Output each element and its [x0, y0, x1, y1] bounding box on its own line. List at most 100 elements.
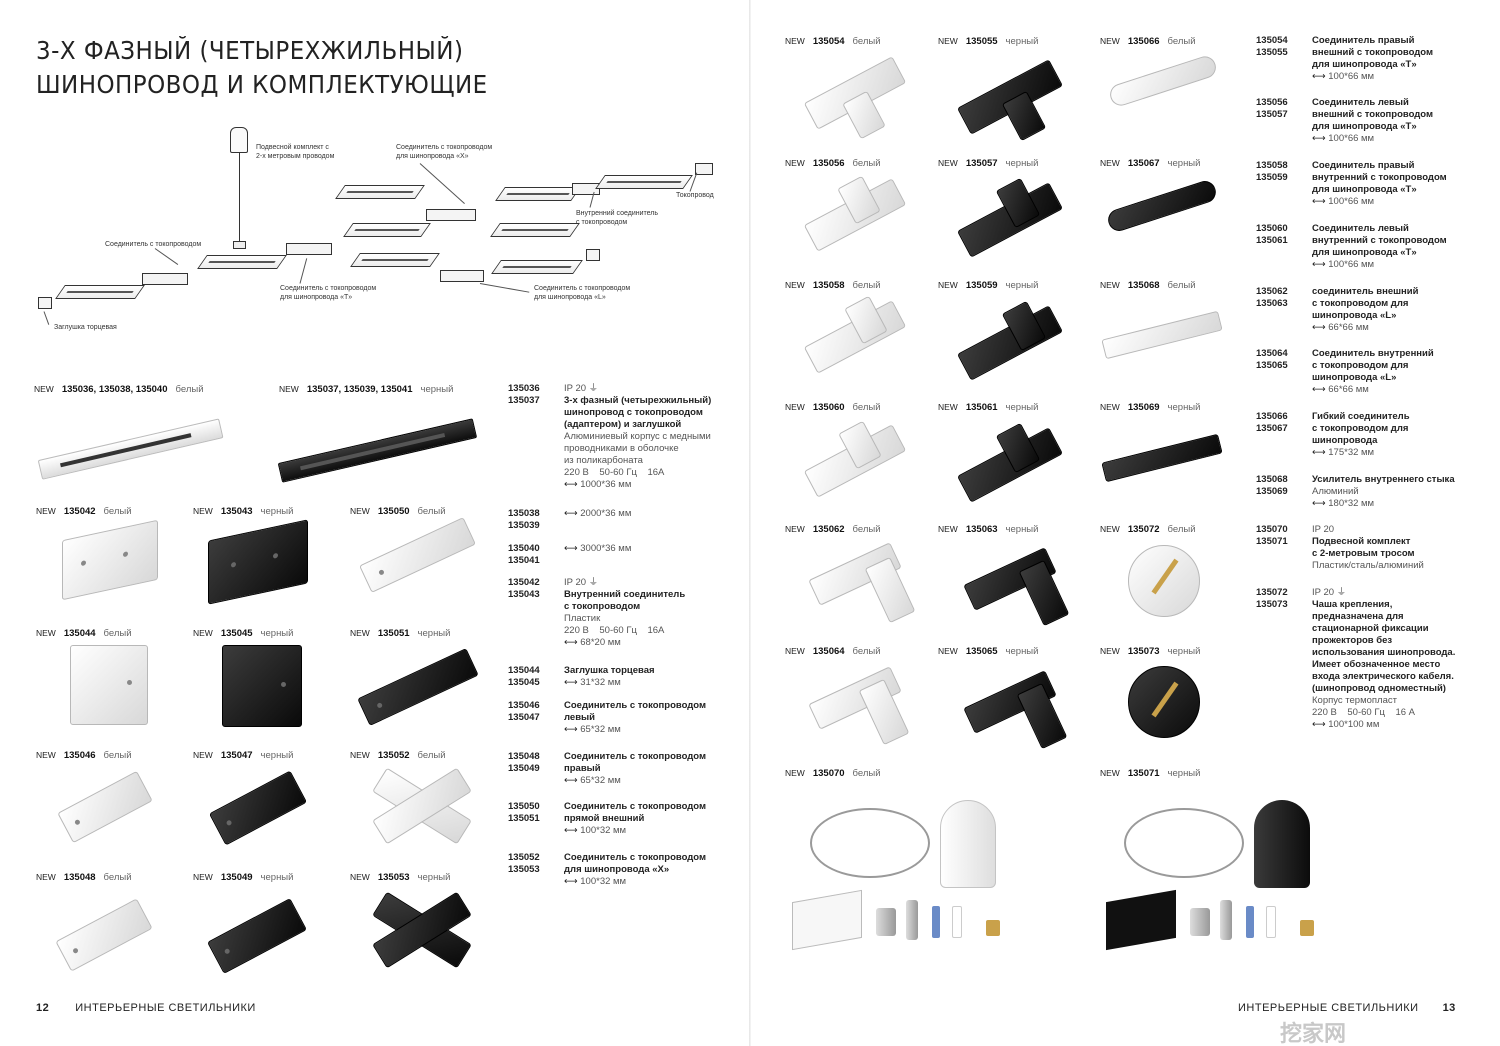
product-code: 135056	[812, 158, 845, 169]
page-title: 3-Х ФАЗНЫЙ (ЧЕТЫРЕХЖИЛЬНЫЙ) ШИНОПРОВОД И…	[36, 34, 488, 102]
product-code: 135049	[220, 872, 253, 883]
track-image-black	[277, 418, 478, 483]
spec-description: Алюминий	[1312, 486, 1359, 497]
spec-codes: 135046 135047	[508, 700, 540, 723]
diagram-label-inner-connector: Внутренний соединитель с токопроводом	[576, 210, 659, 226]
spec-dimension: 65*32 мм	[564, 724, 744, 736]
new-badge: NEW	[1100, 524, 1120, 534]
product-image-135070-bracket	[792, 889, 862, 951]
diagram-x-connector	[426, 209, 476, 221]
product-image-135071-hardware	[1190, 900, 1330, 940]
spec-body: Соединитель с токопроводом для шинопрово…	[564, 852, 744, 888]
diagram-l-connector	[440, 270, 484, 282]
ground-icon: ⏚	[1336, 587, 1347, 598]
diagram-feed-connector	[142, 273, 188, 285]
new-badge: NEW	[193, 506, 213, 516]
product-color: белый	[103, 506, 132, 517]
new-badge: NEW	[350, 750, 370, 760]
spec-codes: 135036 135037	[508, 383, 540, 406]
product-code: 135067	[1127, 158, 1160, 169]
spec-dimension: 65*32 мм	[564, 775, 744, 787]
spec-dimension: 100*66 мм	[1312, 259, 1488, 271]
spec-135040: 135040 135041 3000*36 мм	[508, 543, 743, 571]
product-code: 135052	[377, 750, 410, 761]
spec-body: Соединитель внутренний с токопроводом дл…	[1312, 348, 1488, 396]
spec-description: Пластик/сталь/алюминий	[1312, 560, 1424, 571]
spec-heading: Внутренний соединитель с токопроводом	[564, 589, 686, 612]
product-code: 135071	[1127, 768, 1160, 779]
spec-heading: Соединитель правый внешний с токопроводо…	[1312, 35, 1433, 70]
spec-codes: 135070 135071	[1256, 524, 1288, 547]
product-code: 135073	[1127, 646, 1160, 657]
new-badge: NEW	[1100, 280, 1120, 290]
diagram-conductor	[695, 163, 713, 175]
new-badge: NEW	[193, 750, 213, 760]
spec-135050: 135050 135051 Соединитель с токопроводом…	[508, 801, 743, 841]
product-image-135070-cone	[940, 800, 996, 888]
spec-body: Соединитель с токопроводом прямой внешни…	[564, 801, 744, 837]
spec-body: Соединитель с токопроводом правый 65*32 …	[564, 751, 744, 787]
product-code: 135043	[220, 506, 253, 517]
product-code: 135058	[812, 280, 845, 291]
diagram-label-feed-connector: Соединитель с токопроводом	[105, 241, 202, 248]
ip-text: IP 20	[564, 383, 587, 394]
spec-description: Корпус термопласт 220 В 50-60 Гц 16 А	[1312, 695, 1416, 718]
spec-codes: 135052 135053	[508, 852, 540, 875]
spec-codes: 135054 135055	[1256, 35, 1288, 58]
product-code: 135062	[812, 524, 845, 535]
product-image-135055	[957, 59, 1063, 135]
product-image-135067	[1105, 178, 1219, 234]
product-code: 135057	[965, 158, 998, 169]
spec-dimension: 3000*36 мм	[564, 543, 744, 555]
spec-codes: 135060 135061	[1256, 223, 1288, 246]
ground-icon: ⏚	[588, 383, 599, 394]
pendant-wire	[239, 153, 240, 243]
product-code: 135061	[965, 402, 998, 413]
product-color: белый	[417, 506, 446, 517]
ip-rating: IP 20 ⏚	[1312, 587, 1488, 599]
spec-codes: 135048 135049	[508, 751, 540, 774]
spec-body: Соединитель с токопроводом левый 65*32 м…	[564, 700, 744, 736]
leader-line	[43, 311, 50, 325]
diagram-track	[343, 223, 431, 237]
product-image-135068	[1101, 310, 1223, 360]
product-color: белый	[852, 524, 881, 535]
watermark: 挖家网 wajiawang.com	[1280, 1021, 1347, 1046]
ip-rating: IP 20 ⏚	[564, 577, 744, 589]
product-color: белый	[852, 402, 881, 413]
diagram-label-x-connector: Соединитель с токопроводом для шинопрово…	[396, 144, 493, 160]
new-badge: NEW	[785, 402, 805, 412]
product-color: черный	[1167, 402, 1201, 413]
spec-heading: Соединитель с токопроводом левый	[564, 700, 707, 723]
new-badge: NEW	[1100, 36, 1120, 46]
new-badge: NEW	[938, 524, 958, 534]
spec-heading: Соединитель правый внутренний с токопров…	[1312, 160, 1447, 195]
spec-heading: Соединитель с токопроводом правый	[564, 751, 707, 774]
spec-heading: Гибкий соединитель с токопроводом для ши…	[1312, 411, 1410, 446]
new-badge: NEW	[350, 872, 370, 882]
leader-line	[154, 248, 179, 265]
spec-heading: Подвесной комплект с 2-метровым тросом	[1312, 536, 1415, 559]
new-badge: NEW	[36, 628, 56, 638]
product-code: 135065	[965, 646, 998, 657]
product-code: 135048	[63, 872, 96, 883]
spec-dimension: 100*100 мм	[1312, 719, 1488, 731]
product-image-135044	[70, 645, 148, 725]
product-color: черный	[1005, 646, 1039, 657]
